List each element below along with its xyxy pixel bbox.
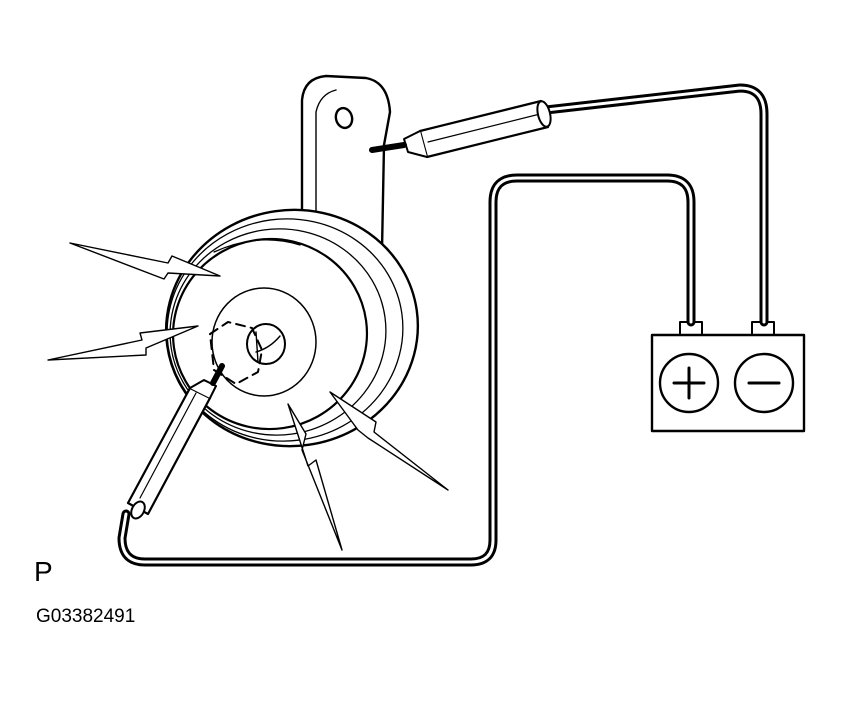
positive-lead-wire	[117, 173, 696, 567]
figure-id-label: G03382491	[36, 606, 136, 627]
horn-icon	[164, 208, 420, 448]
view-letter-label: P	[34, 556, 53, 587]
negative-lead-wire	[541, 83, 769, 327]
bracket-test-probe-icon	[369, 99, 552, 159]
battery-negative-terminal-icon	[733, 352, 795, 414]
plus-icon	[672, 366, 706, 400]
mounting-bracket	[300, 74, 392, 252]
battery-positive-terminal-icon	[658, 352, 720, 414]
test-probe-icon	[126, 363, 225, 520]
bracket-bolt-hole	[334, 106, 354, 130]
battery-icon	[650, 321, 806, 433]
sound-wave-icon	[47, 242, 449, 551]
